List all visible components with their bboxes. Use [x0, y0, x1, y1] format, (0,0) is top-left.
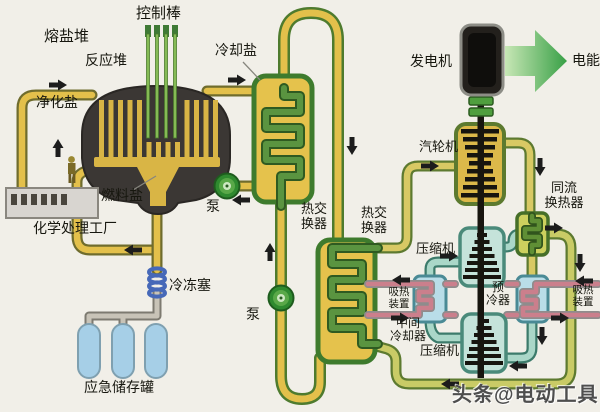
coolant-salt-pipe [275, 7, 344, 405]
label-freeze-plug: 冷冻塞 [169, 279, 211, 294]
label-control-rods: 控制棒 [136, 6, 182, 22]
flow-arrow [52, 139, 64, 157]
heat-exchanger-1 [251, 73, 315, 211]
freeze-plug-coil [147, 266, 167, 299]
watermark: 头条@电动工具迷 [452, 384, 599, 406]
label-pointer-line [132, 175, 157, 191]
label-reactor: 反应堆 [85, 54, 127, 69]
label-generator: 发电机 [410, 55, 452, 70]
flow-arrow [534, 158, 546, 176]
label-compressor-1: 压缩机 [416, 241, 456, 256]
pump-2 [267, 284, 295, 312]
heat-exchanger-2 [315, 237, 383, 365]
generator-body [459, 23, 505, 97]
label-pump-1: 泵 [206, 200, 220, 215]
recuperator [515, 211, 550, 257]
label-coolant-salt: 冷却盐 [215, 44, 257, 59]
working-gas-pipe [370, 137, 577, 390]
compressor-1-blades [463, 233, 501, 279]
heat-sink-water-pipe-left [364, 280, 459, 319]
label-recuperator: 同流 换热器 [544, 180, 584, 210]
reactor-outlet-funnel [137, 167, 179, 206]
pump-1 [213, 172, 241, 200]
flow-arrow [264, 243, 276, 261]
flow-arrow [228, 74, 246, 86]
label-heat-exchanger-1: 热交 换器 [300, 201, 327, 231]
flow-arrow [536, 327, 548, 345]
chemical-plant-building [5, 187, 99, 219]
emergency-tank [111, 323, 135, 379]
label-heat-sink-left: 吸热 装置 [388, 287, 410, 310]
fuel-salt-drain-pipe [84, 194, 163, 331]
label-compressor-2: 压缩机 [420, 343, 460, 358]
label-pump-2: 泵 [246, 308, 260, 323]
label-emergency-tanks: 应急储存罐 [84, 381, 154, 396]
label-pointer-line [242, 61, 261, 81]
emergency-tank [144, 323, 168, 379]
label-fuel-salt: 燃料盐 [101, 189, 143, 204]
flow-arrow [49, 79, 67, 91]
label-electric-power: 电能 [572, 54, 600, 69]
control-rods [145, 25, 178, 139]
person-figure [68, 156, 76, 183]
compressor-circuit-pipe [424, 228, 538, 364]
turbine-blades [461, 129, 499, 198]
label-heat-sink-right: 吸热 装置 [572, 285, 594, 308]
label-intercooler: 中间 冷却器 [389, 316, 426, 344]
compressor-2-blades [465, 319, 503, 365]
label-chemical-plant: 化学处理工厂 [33, 222, 117, 237]
label-precooler: 预 冷器 [485, 280, 510, 308]
label-molten-salt-reactor: 熔盐堆 [44, 29, 90, 45]
label-heat-exchanger-2: 热交 换器 [360, 205, 387, 235]
heat-sink-water-pipe-right [503, 280, 600, 319]
emergency-tank [77, 323, 101, 379]
flow-arrow [346, 137, 358, 155]
label-purified-salt: 净化盐 [36, 96, 78, 111]
shaft-coupling [468, 96, 494, 117]
label-turbine: 汽轮机 [419, 139, 459, 154]
emergency-storage-tanks [77, 323, 168, 379]
electric-power-arrow [505, 30, 567, 92]
